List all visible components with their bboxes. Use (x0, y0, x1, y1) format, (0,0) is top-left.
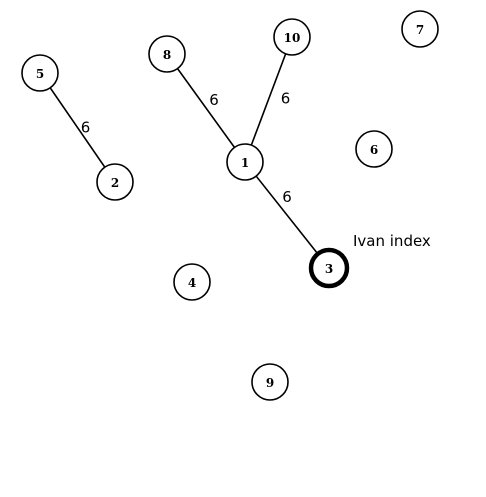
node-label-1: 1 (241, 156, 249, 170)
node-label-10: 10 (284, 31, 301, 45)
node-9: 9 (251, 363, 289, 401)
node-circle-1 (226, 143, 264, 181)
edge-weights-layer: 6 6 6 6 (81, 90, 292, 207)
node-10: 10 (273, 18, 311, 56)
edge-10-1 (244, 36, 293, 163)
node-circle-2 (96, 163, 134, 201)
edge-5-2 (39, 72, 116, 183)
edge-weight-8-1: 6 (209, 91, 219, 109)
node-circle-4 (173, 263, 211, 301)
node-annotation-label: Ivan index (353, 232, 431, 250)
node-6: 6 (355, 130, 393, 168)
node-5: 5 (21, 54, 59, 92)
node-8: 8 (148, 35, 186, 73)
node-circle-3 (308, 247, 350, 289)
node-label-3: 3 (325, 262, 333, 276)
node-label-5: 5 (36, 67, 44, 81)
node-circle-5 (21, 54, 59, 92)
node-circle-8 (148, 35, 186, 73)
nodes-layer: 1 2 3 4 5 6 7 8 9 10 (21, 10, 439, 401)
node-label-7: 7 (416, 23, 424, 37)
node-7: 7 (401, 10, 439, 48)
node-2: 2 (96, 163, 134, 201)
edge-weight-5-2: 6 (81, 119, 91, 137)
node-3: 3 (308, 247, 350, 289)
edge-weight-10-1: 6 (281, 90, 291, 108)
node-label-2: 2 (111, 176, 119, 190)
node-label-8: 8 (163, 48, 171, 62)
edge-8-1 (166, 53, 246, 163)
node-circle-9 (251, 363, 289, 401)
edge-weight-1-3: 6 (282, 188, 292, 206)
node-label-6: 6 (370, 143, 378, 157)
node-circle-7 (401, 10, 439, 48)
edges-layer (39, 36, 330, 269)
node-circle-10 (273, 18, 311, 56)
node-circle-6 (355, 130, 393, 168)
node-1: 1 (226, 143, 264, 181)
node-label-9: 9 (266, 376, 274, 390)
edge-1-3 (244, 161, 330, 269)
node-4: 4 (173, 263, 211, 301)
node-label-4: 4 (188, 276, 196, 290)
